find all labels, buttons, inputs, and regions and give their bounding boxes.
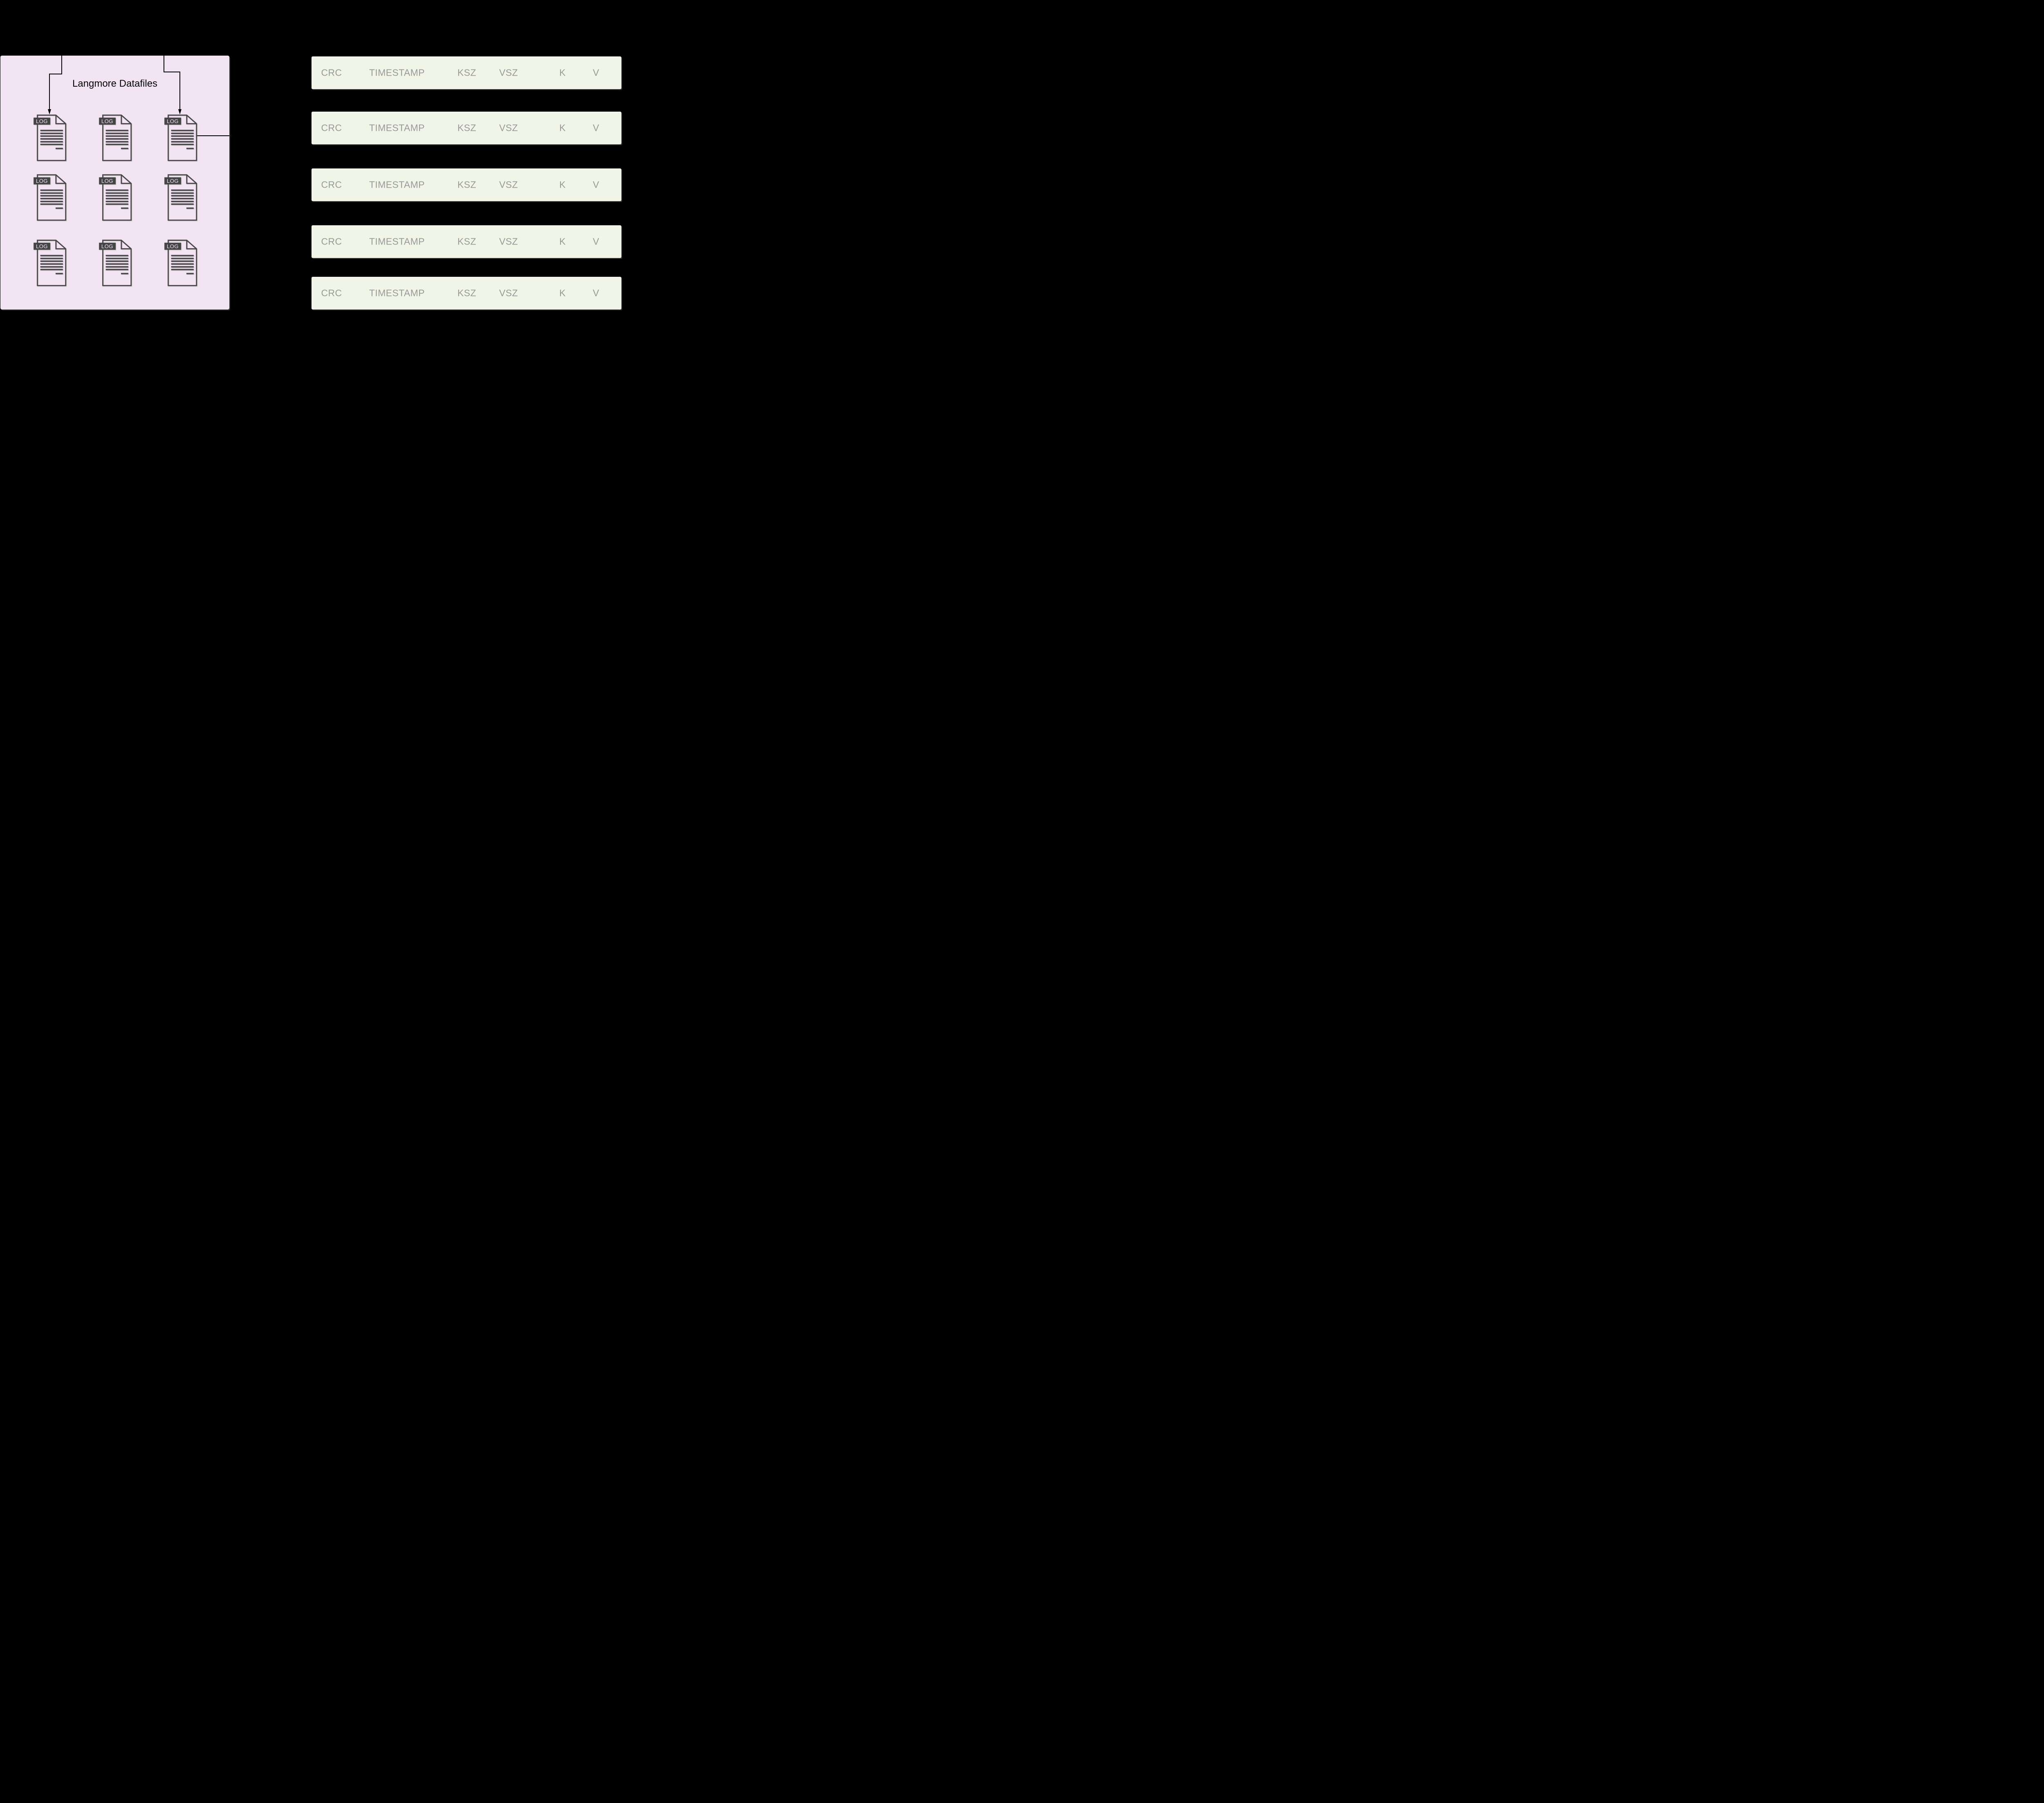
badge-rect [164, 117, 181, 125]
record-field-label: K [559, 287, 566, 298]
record-row: CRC TIMESTAMP KSZ VSZ K V [312, 168, 621, 201]
arrow2-arrowhead-down-icon [178, 109, 182, 114]
record-field-label: CRC [321, 179, 342, 190]
badge-rect [33, 177, 50, 184]
record-field-label: VSZ [499, 236, 518, 247]
document-outline [102, 174, 132, 221]
badge-label: LOG [36, 243, 47, 249]
record-field-label: VSZ [499, 67, 518, 78]
record-field-label: TIMESTAMP [369, 236, 425, 247]
document-outline [36, 114, 66, 161]
datafiles-panel: Langmore Datafiles LOG [0, 56, 229, 309]
text-lines [105, 130, 128, 149]
logfile-to-record-connector-line [196, 135, 229, 136]
document-outline [102, 114, 132, 161]
record-field-label: V [593, 179, 599, 190]
badge-label: LOG [36, 118, 47, 124]
folded-corner [55, 115, 66, 124]
record-field-label: KSZ [457, 67, 476, 78]
record-row: CRC TIMESTAMP KSZ VSZ K V [312, 111, 621, 144]
text-lines [171, 255, 194, 274]
folded-corner [186, 175, 197, 184]
record-field-label: TIMESTAMP [369, 122, 425, 133]
record-field-label: TIMESTAMP [369, 287, 425, 298]
log-file-icon: LOG [164, 114, 197, 161]
log-file-icon: LOG [99, 114, 132, 161]
document-outline [36, 174, 66, 221]
folded-corner [121, 240, 131, 249]
record-field-label: V [593, 122, 599, 133]
record-field-label: V [593, 67, 599, 78]
log-file-icon: LOG [33, 240, 66, 286]
log-file-icon: LOG [33, 174, 66, 221]
records-panel: CRC TIMESTAMP KSZ VSZ K V CRC TIMESTAMP … [0, 0, 622, 361]
record-row: CRC TIMESTAMP KSZ VSZ K V [312, 225, 621, 258]
text-lines [40, 130, 63, 149]
badge-label: LOG [166, 118, 178, 124]
diagram-canvas: Langmore Datafiles LOG [0, 0, 622, 361]
folded-corner [186, 240, 197, 249]
record-row: CRC TIMESTAMP KSZ VSZ K V [312, 277, 621, 310]
document-outline [167, 240, 197, 286]
record-field-label: K [559, 67, 566, 78]
badge-label: LOG [166, 178, 178, 184]
folded-corner [121, 175, 131, 184]
badge-label: LOG [101, 178, 113, 184]
log-file-icon: LOG [99, 240, 132, 286]
record-field-label: KSZ [457, 287, 476, 298]
text-lines [171, 130, 194, 149]
text-lines [40, 189, 63, 209]
document-outline [167, 174, 197, 221]
record-row: CRC TIMESTAMP KSZ VSZ K V [312, 56, 621, 89]
badge-rect [99, 177, 116, 184]
text-lines [105, 255, 128, 274]
document-outline [102, 240, 132, 286]
record-field-label: VSZ [499, 179, 518, 190]
log-file-icon: LOG [99, 174, 132, 221]
document-outline [36, 240, 66, 286]
badge-rect [99, 117, 116, 125]
badge-label: LOG [166, 243, 178, 249]
panel-title: Langmore Datafiles [72, 78, 158, 89]
badge-rect [164, 242, 181, 250]
folded-corner [55, 240, 66, 249]
record-field-label: K [559, 236, 566, 247]
badge-label: LOG [101, 243, 113, 249]
record-field-label: K [559, 179, 566, 190]
record-field-label: VSZ [499, 287, 518, 298]
record-field-label: CRC [321, 287, 342, 298]
log-file-icon: LOG [33, 114, 66, 161]
record-field-label: V [593, 287, 599, 298]
arrow1-segment-vertical-bottom [49, 74, 50, 109]
badge-rect [164, 177, 181, 184]
record-field-label: K [559, 122, 566, 133]
arrow2-segment-vertical-bottom [179, 72, 181, 109]
record-field-label: VSZ [499, 122, 518, 133]
badge-label: LOG [36, 178, 47, 184]
record-field-label: KSZ [457, 122, 476, 133]
log-file-icon: LOG [164, 240, 197, 286]
record-field-label: KSZ [457, 179, 476, 190]
badge-label: LOG [101, 118, 113, 124]
text-lines [105, 189, 128, 209]
folded-corner [55, 175, 66, 184]
record-field-label: TIMESTAMP [369, 179, 425, 190]
text-lines [40, 255, 63, 274]
badge-rect [33, 117, 50, 125]
record-field-label: CRC [321, 122, 342, 133]
record-field-label: CRC [321, 67, 342, 78]
log-file-icon: LOG [164, 174, 197, 221]
text-lines [171, 189, 194, 209]
record-field-label: CRC [321, 236, 342, 247]
folded-corner [121, 115, 131, 124]
record-field-label: KSZ [457, 236, 476, 247]
badge-rect [33, 242, 50, 250]
arrow1-arrowhead-down-icon [47, 109, 51, 114]
badge-rect [99, 242, 116, 250]
folded-corner [186, 115, 197, 124]
arrow1-segment-vertical-top [61, 56, 63, 74]
record-field-label: V [593, 236, 599, 247]
record-field-label: TIMESTAMP [369, 67, 425, 78]
document-outline [167, 114, 197, 161]
